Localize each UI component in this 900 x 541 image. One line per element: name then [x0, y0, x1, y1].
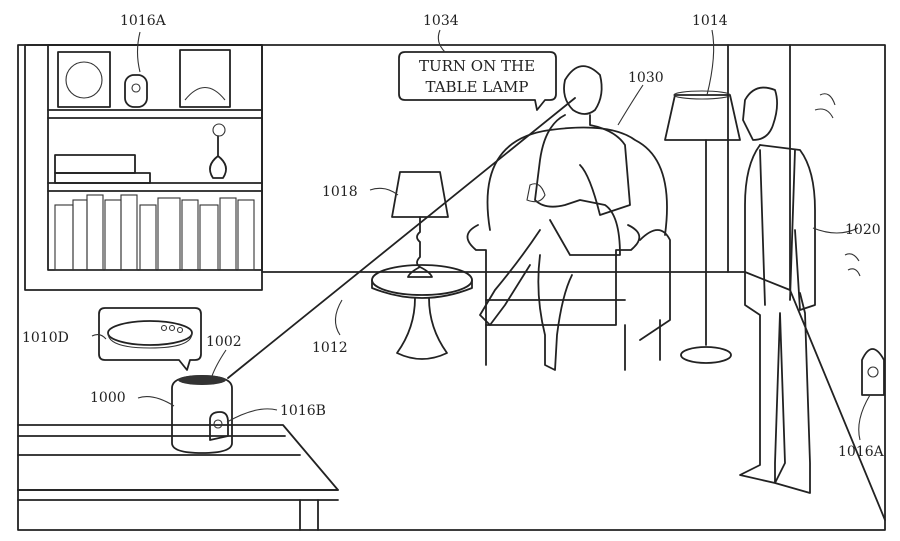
label-1000: 1000	[90, 390, 126, 406]
label-1002: 1002	[206, 334, 242, 350]
bookshelf	[24, 44, 263, 291]
label-1016b: 1016B	[280, 403, 326, 419]
label-1012: 1012	[312, 340, 348, 356]
label-1014: 1014	[692, 13, 728, 29]
display-bubble	[98, 307, 202, 371]
gaze-line	[227, 97, 576, 379]
label-1018: 1018	[322, 184, 358, 200]
shelf-camera-icon	[124, 74, 148, 108]
label-1016a-wall: 1016A	[838, 444, 885, 460]
armchair	[466, 126, 671, 371]
leader-lines	[91, 29, 871, 441]
speech-bubble: TURN ON THE TABLE LAMP	[398, 51, 557, 111]
speech-line-2: TABLE LAMP	[426, 78, 529, 96]
reference-labels: 1016A 1034 1014 1030 1018 1020 1010D 100…	[22, 13, 885, 460]
floor-lamp	[664, 90, 741, 364]
label-1034: 1034	[423, 13, 459, 29]
label-1030: 1030	[628, 70, 664, 86]
label-1016a-shelf: 1016A	[120, 13, 167, 29]
label-1010d: 1010D	[22, 330, 69, 346]
table-lamp	[391, 171, 449, 278]
side-table	[371, 171, 473, 360]
label-1020: 1020	[845, 222, 881, 238]
man	[739, 86, 816, 494]
device-camera-icon	[209, 411, 229, 441]
foreground-table	[17, 424, 339, 531]
wall-camera-icon	[861, 348, 885, 396]
woman	[479, 65, 631, 371]
speech-line-1: TURN ON THE	[419, 57, 535, 75]
smart-speaker-device	[171, 375, 233, 454]
